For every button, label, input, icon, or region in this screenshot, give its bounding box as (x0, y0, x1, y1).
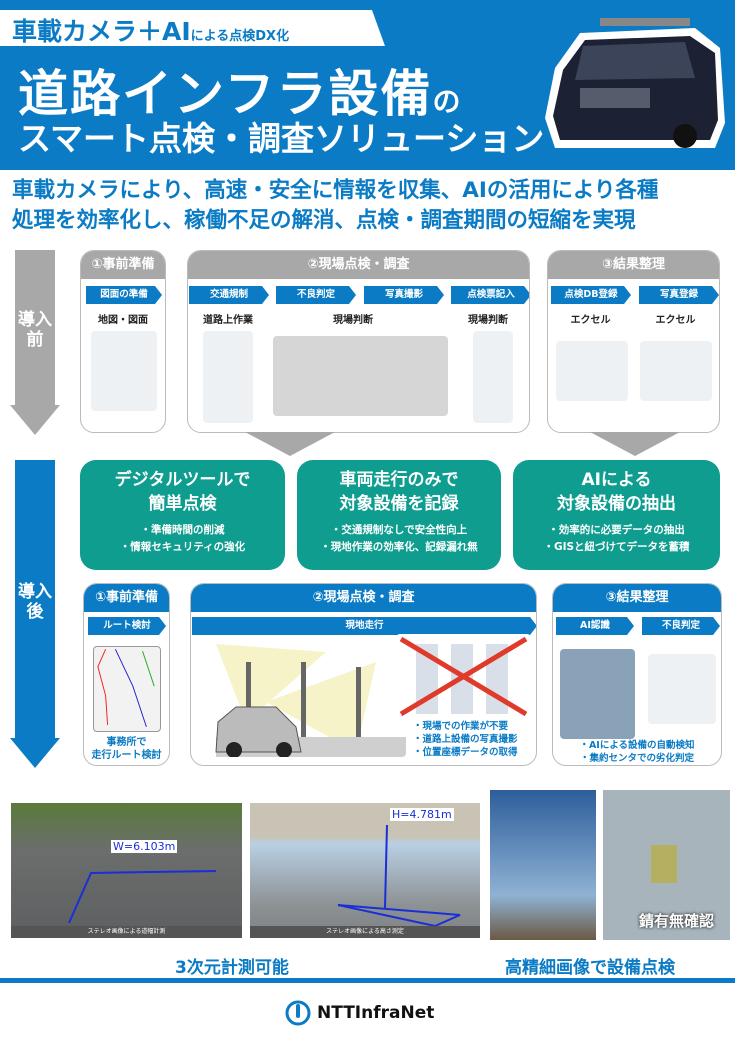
title-particle: の (432, 85, 463, 118)
before-arrow: 導入前 (10, 250, 60, 435)
rust-check-label: 錆有無確認 (639, 912, 715, 930)
tagline: 車載カメラにより、高速・安全に情報を収集、AIの活用により各種 処理を効率化し、… (12, 176, 727, 236)
after-phase-results: ③結果整理 AI認識 不良判定 ・AIによる設備の自動検知・集約センタでの劣化判… (552, 583, 722, 766)
step-note: 事務所で (106, 737, 147, 748)
down-arrow (590, 432, 680, 456)
step-note: ・道路上設備の写真撮影 (413, 734, 518, 745)
step-note: ・現場での作業が不要 (413, 721, 509, 732)
step-note: 現場判断 (333, 315, 373, 326)
phase-title: ②現場点検・調査 (188, 251, 529, 279)
benefit-point: ・準備時間の削減 (140, 524, 225, 536)
step-note: 走行ルート検討 (91, 750, 162, 761)
height-measure-label: H=4.781m (390, 808, 454, 821)
step-label: ルート検討 (88, 617, 166, 635)
office-worker-illustration (91, 331, 157, 411)
traffic-guard-illustration (203, 331, 253, 423)
before-phase-field: ②現場点検・調査 交通規制 不良判定 写真撮影 点検票記入 道路上作業 現場判断… (187, 250, 530, 433)
phase-title: ①事前準備 (84, 584, 169, 612)
benefit-point: ・情報セキュリティの強化 (119, 541, 246, 553)
phase-title: ②現場点検・調査 (191, 584, 536, 612)
step-note: 現場判断 (468, 315, 508, 326)
benefit-point: ・現地作業の効率化、記録漏れ無 (320, 541, 478, 553)
page-title: 道路インフラ設備の (18, 54, 463, 126)
phase-title: ③結果整理 (553, 584, 721, 612)
width-measure-label: W=6.103m (111, 840, 178, 853)
title-text: 道路インフラ設備 (18, 65, 433, 123)
step-label: 点検票記入 (451, 286, 530, 304)
benefit-digital-tools: デジタルツールで簡単点検 ・準備時間の削減・情報セキュリティの強化 (80, 460, 285, 570)
step-label: 現地走行 (192, 617, 537, 635)
step-note: エクセル (570, 315, 611, 326)
before-phase-results: ③結果整理 点検DB登録 写真登録 エクセル エクセル (547, 250, 720, 433)
ntt-logo-icon (285, 1000, 311, 1026)
width-measurement-lines (68, 870, 217, 924)
height-measurement-lines (337, 824, 461, 928)
benefit-title: AIによる (581, 470, 652, 490)
dx-banner: 車載カメラ＋AIによる点検DX化 (0, 10, 385, 46)
step-label: 交通規制 (189, 286, 269, 304)
benefit-title: 対象設備の抽出 (557, 494, 676, 514)
benefit-title: 車両走行のみで (339, 470, 459, 490)
step-note: 地図・図面 (98, 315, 148, 326)
after-phase-field: ②現場点検・調査 現地走行 ・現場での作業が不要 ・道路上設備の写真撮影 ・位置… (190, 583, 537, 766)
inspection-car-image (545, 18, 725, 148)
page-subtitle: スマート点検・調査ソリューション (18, 119, 545, 158)
step-label: 図面の準備 (86, 286, 162, 304)
after-label: 導入後 (18, 582, 52, 622)
step-label: 不良判定 (276, 286, 356, 304)
after-phase-prep: ①事前準備 ルート検討 事務所で走行ルート検討 (83, 583, 170, 766)
road-survey-illustration (273, 336, 448, 416)
benefit-point: ・GISと紐づけてデータを蓄積 (543, 541, 690, 553)
busy-worker-illustration (640, 341, 712, 401)
step-label: 点検DB登録 (551, 286, 631, 304)
benefit-title: デジタルツールで (114, 470, 251, 490)
caption-hires-inspection: 高精細画像で設備点検 (505, 958, 675, 978)
caption-3d-measurement: 3次元計測可能 (175, 958, 289, 978)
benefit-title: 対象設備を記録 (339, 494, 459, 514)
phase-title: ③結果整理 (548, 251, 719, 279)
step-label: 写真登録 (639, 286, 719, 304)
step-label: AI認識 (556, 617, 634, 635)
benefit-point: ・効率的に必要データの抽出 (548, 524, 685, 536)
company-logo: NTTInfraNet (285, 1000, 434, 1026)
step-note: 道路上作業 (203, 315, 253, 326)
route-map-image (93, 646, 161, 732)
step-label: 不良判定 (642, 617, 720, 635)
benefit-title: 簡単点検 (148, 494, 217, 514)
photo-caption: ステレオ画像による道幅計測 (11, 926, 242, 938)
remote-inspector-illustration (648, 654, 716, 724)
step-label: 写真撮影 (364, 286, 444, 304)
road-width-photo: W=6.103m ステレオ画像による道幅計測 (11, 803, 242, 938)
before-phase-prep: ①事前準備 図面の準備 地図・図面 (80, 250, 166, 433)
after-arrow: 導入後 (10, 460, 60, 770)
before-label: 導入前 (18, 310, 52, 350)
benefit-ai-extraction: AIによる対象設備の抽出 ・効率的に必要データの抽出・GISと紐づけてデータを蓄… (513, 460, 720, 570)
photo-caption: ステレオ画像による高さ測定 (250, 926, 480, 938)
step-note: エクセル (655, 315, 696, 326)
footer-divider (0, 978, 735, 983)
vehicle-survey-illustration (206, 642, 406, 757)
rust-check-photo: 錆有無確認 (603, 790, 730, 940)
height-measure-photo: H=4.781m ステレオ画像による高さ測定 (250, 803, 480, 938)
step-note: ・AIによる設備の自動検知 (579, 740, 695, 751)
step-note: ・集約センタでの劣化判定 (579, 753, 694, 764)
banner-sub: による点検DX化 (190, 29, 290, 44)
busy-worker-illustration (556, 341, 628, 401)
workers-crossed-out-illustration (396, 634, 531, 719)
benefit-point: ・交通規制なしで安全性向上 (330, 524, 468, 536)
utility-pole-photo (490, 790, 596, 940)
tagline-line-1: 車載カメラにより、高速・安全に情報を収集、AIの活用により各種 (12, 178, 659, 203)
tagline-line-2: 処理を効率化し、稼働不足の解消、点検・調査期間の短縮を実現 (12, 208, 636, 233)
step-note: ・位置座標データの取得 (413, 747, 518, 758)
inspector-illustration (473, 331, 513, 423)
benefit-vehicle-recording: 車両走行のみで対象設備を記録 ・交通規制なしで安全性向上・現地作業の効率化、記録… (297, 460, 501, 570)
logo-text: NTTInfraNet (317, 1003, 435, 1023)
banner-main: 車載カメラ＋AI (12, 17, 191, 46)
ai-recognition-image (560, 649, 635, 739)
phase-title: ①事前準備 (81, 251, 165, 279)
down-arrow (245, 432, 335, 456)
